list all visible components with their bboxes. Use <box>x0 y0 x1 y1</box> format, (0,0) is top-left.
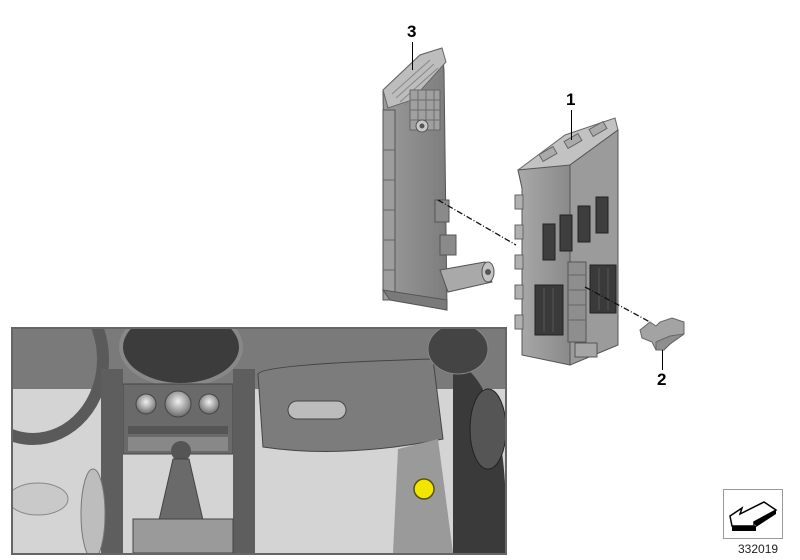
callout-1[interactable]: 1 <box>566 90 576 109</box>
arrow-back-icon <box>729 501 778 531</box>
assembly-line <box>584 286 651 323</box>
diagram-number: 332019 <box>738 542 779 556</box>
module-bracket-drawing[interactable] <box>381 47 495 311</box>
leader-line-1 <box>571 110 572 140</box>
dashboard-illustration <box>13 329 505 553</box>
steering-wheel <box>13 329 109 445</box>
assembly-line <box>437 199 517 246</box>
plug-connector-drawing[interactable] <box>639 317 685 351</box>
callout-3[interactable]: 3 <box>407 22 417 41</box>
leader-line-3 <box>412 42 413 70</box>
callout-2[interactable]: 2 <box>657 370 667 389</box>
body-control-module-drawing[interactable] <box>514 117 619 366</box>
leader-line-2 <box>662 350 663 370</box>
location-marker <box>413 478 435 500</box>
navigation-arrow-button[interactable] <box>723 489 783 539</box>
location-inset <box>11 327 507 555</box>
